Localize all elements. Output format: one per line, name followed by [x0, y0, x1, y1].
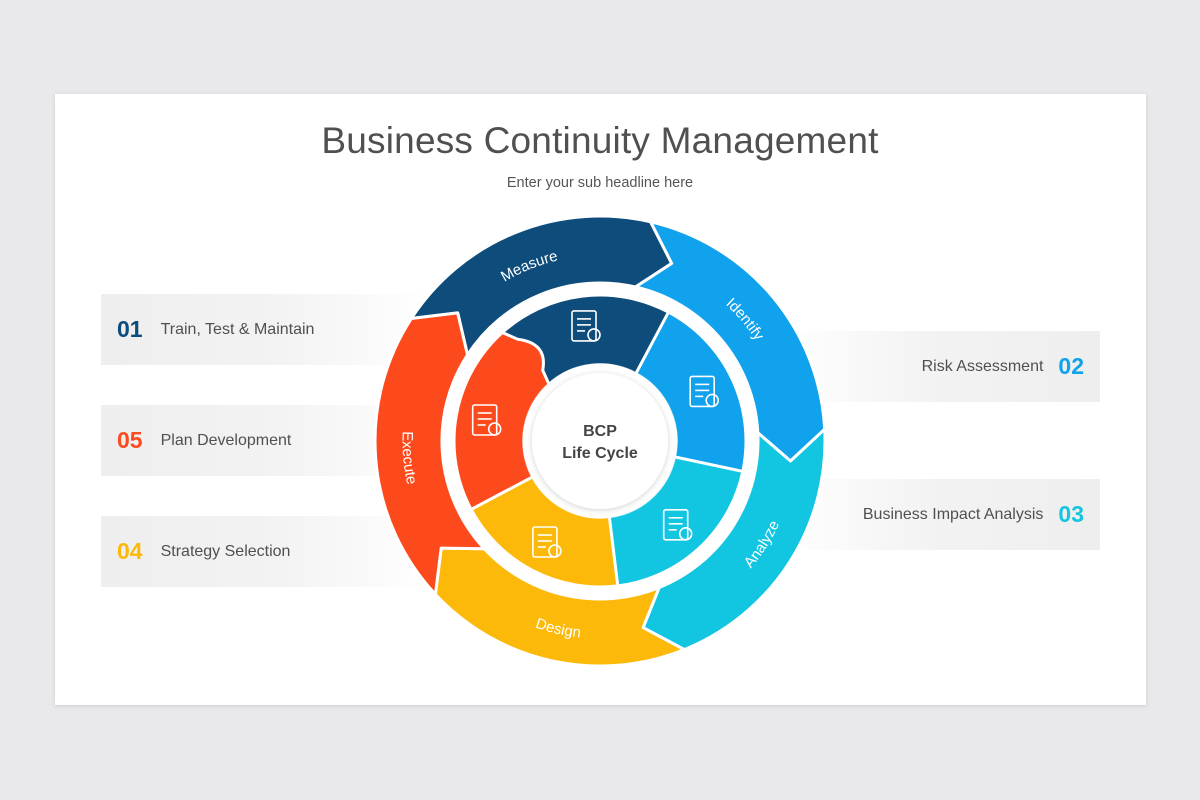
gear-analysis-icon — [662, 508, 693, 541]
step-label: Plan Development — [160, 431, 292, 449]
center-label-line2: Life Cycle — [562, 445, 638, 462]
chess-strategy-icon — [532, 526, 562, 558]
page-subtitle: Enter your sub headline here — [506, 175, 694, 191]
step-number: 01 — [117, 316, 143, 342]
clipboard-chart-icon — [471, 404, 502, 436]
step-item-02: Risk Assessment 02 — [780, 331, 1100, 402]
step-number: 04 — [117, 538, 143, 564]
step-label: Business Impact Analysis — [862, 505, 1044, 523]
outer-ring — [373, 214, 827, 668]
center-circle — [532, 373, 668, 509]
step-number: 03 — [1058, 501, 1084, 527]
step-item-03: Business Impact Analysis 03 — [780, 479, 1100, 550]
step-number: 05 — [117, 427, 143, 453]
step-label: Train, Test & Maintain — [160, 320, 315, 338]
segment-icons — [471, 310, 720, 558]
document-search-icon — [571, 310, 601, 342]
step-item-01: 01 Train, Test & Maintain — [101, 294, 431, 365]
step-label: Strategy Selection — [160, 542, 291, 560]
step-label: Risk Assessment — [921, 357, 1044, 375]
step-number: 02 — [1058, 353, 1084, 379]
page-title: Business Continuity Management — [321, 120, 879, 161]
segment-label-execute: Execute — [398, 431, 420, 486]
clipboard-warning-icon — [689, 375, 720, 408]
inner-puzzle-execute — [452, 330, 551, 512]
outer-segment-execute — [373, 311, 486, 596]
step-item-04: 04 Strategy Selection — [101, 516, 431, 587]
center-label-line1: BCP — [583, 423, 617, 440]
